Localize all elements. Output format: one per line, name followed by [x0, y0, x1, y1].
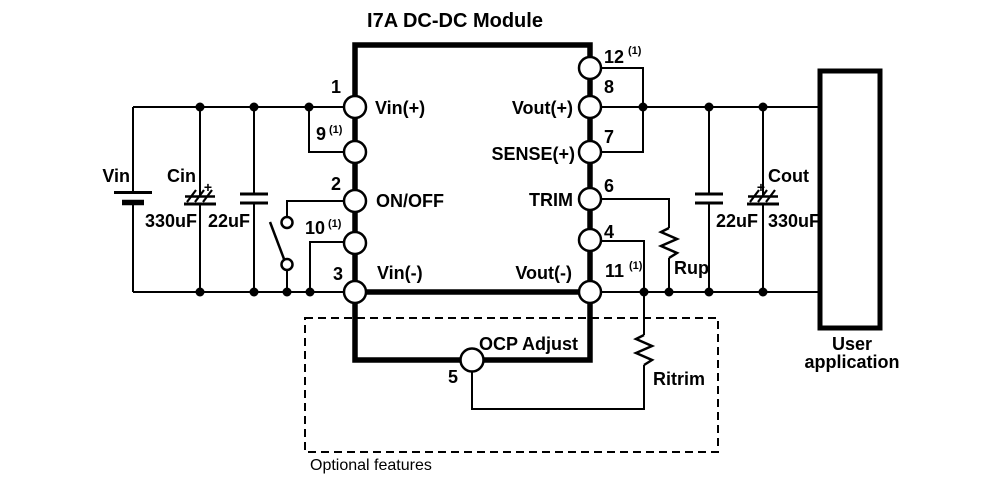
pin-10-footnote: (1)	[328, 218, 342, 230]
vin-label: Vin	[102, 166, 130, 186]
cout-capacitor-symbol	[747, 189, 779, 206]
rup-resistor-symbol	[657, 226, 681, 260]
pin-11-label: Vout(-)	[515, 263, 572, 283]
input-ceramic-capacitor-symbol	[240, 192, 268, 205]
pin-12-number: 12	[604, 47, 624, 67]
pin-12-footnote: (1)	[628, 45, 642, 57]
pin-1-label: Vin(+)	[375, 98, 425, 118]
pin-8-label: Vout(+)	[512, 98, 573, 118]
cout-label: Cout	[768, 166, 809, 186]
pin-6-circle	[577, 186, 603, 212]
input-wires	[132, 106, 355, 293]
user-application-label-line2: application	[804, 352, 899, 372]
pin-10-number: 10	[305, 218, 325, 238]
cout-plus-sign: +	[757, 179, 765, 195]
ritrim-label: Ritrim	[653, 369, 705, 389]
pin-6-label: TRIM	[529, 190, 573, 210]
pin-11-number: 11	[605, 261, 624, 281]
pin-2-circle	[342, 188, 368, 214]
output-ceramic-capacitor-symbol	[695, 192, 723, 205]
pin-9-number: 9	[316, 124, 326, 144]
pin-1-circle	[342, 94, 368, 120]
pin-3-label: Vin(-)	[377, 263, 423, 283]
pin-4-number: 4	[604, 222, 614, 242]
pin-3-number: 3	[333, 264, 343, 284]
cin-capacitor-symbol	[184, 189, 216, 206]
pin-8-circle	[577, 94, 603, 120]
pin-9-footnote: (1)	[329, 124, 343, 136]
cin-value: 330uF	[145, 211, 197, 231]
pin-8-number: 8	[604, 77, 614, 97]
pin-2-label: ON/OFF	[376, 191, 444, 211]
pin-11-circle	[577, 279, 603, 305]
pin-5-label: OCP Adjust	[479, 334, 578, 354]
input-ceramic-value: 22uF	[208, 211, 250, 231]
pin-7-circle	[577, 139, 603, 165]
pin-5-circle	[459, 347, 485, 373]
pin-6-number: 6	[604, 176, 614, 196]
output-ceramic-value: 22uF	[716, 211, 758, 231]
cin-plus-sign: +	[204, 179, 212, 195]
pin-11-footnote: (1)	[629, 260, 643, 272]
pin-9-circle	[342, 139, 368, 165]
pin-3-circle	[342, 279, 368, 305]
on-off-switch-icon	[268, 215, 294, 272]
user-application-label-line1: User	[832, 334, 872, 354]
pin-5-number: 5	[448, 367, 458, 387]
rup-label: Rup	[674, 258, 709, 278]
diagram-title: I7A DC-DC Module	[367, 10, 543, 32]
ritrim-resistor-symbol	[632, 333, 656, 367]
user-application-box	[817, 68, 883, 331]
pin-1-number: 1	[331, 77, 341, 97]
module-pins	[342, 55, 603, 373]
vin-source-symbol	[114, 191, 152, 206]
pin-2-number: 2	[331, 174, 341, 194]
optional-features-label: Optional features	[310, 457, 432, 474]
pin-12-circle	[577, 55, 603, 81]
cin-label: Cin	[167, 166, 196, 186]
pin-7-label: SENSE(+)	[491, 144, 575, 164]
optional-features-box	[304, 317, 719, 453]
pin-7-number: 7	[604, 127, 614, 147]
pin-4-circle	[577, 227, 603, 253]
cout-value: 330uF	[768, 211, 820, 231]
pin-10-circle	[342, 230, 368, 256]
junction-dots	[195, 102, 768, 297]
